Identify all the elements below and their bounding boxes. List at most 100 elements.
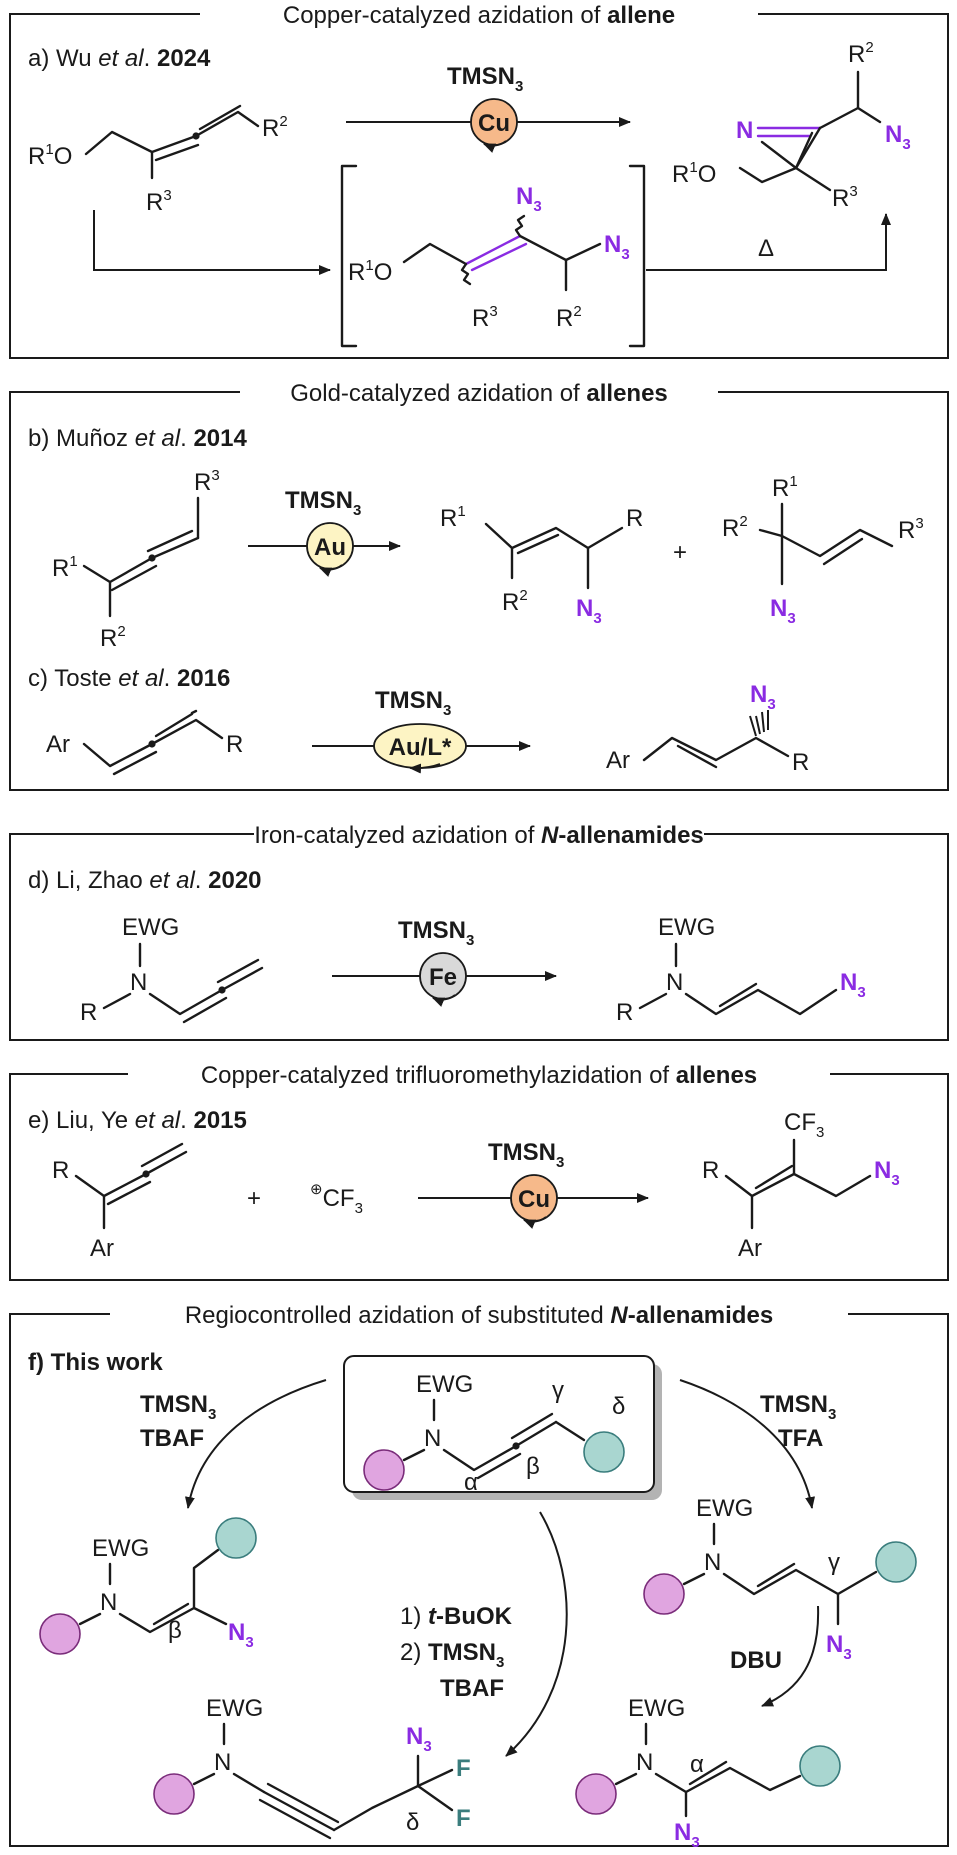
svg-text:γ: γ bbox=[828, 1549, 840, 1576]
svg-text:EWG: EWG bbox=[92, 1535, 149, 1562]
svg-text:EWG: EWG bbox=[416, 1371, 473, 1398]
allyl-azide-product-b2: R1 R2 R3 N3 bbox=[722, 473, 924, 627]
svg-text:N: N bbox=[424, 1425, 441, 1452]
vinyl-azide-product-alpha: EWG N α N3 bbox=[575, 1695, 841, 1851]
arrow-a-heat bbox=[646, 213, 891, 271]
svg-text:R1: R1 bbox=[772, 473, 798, 502]
svg-text:R: R bbox=[616, 999, 633, 1026]
svg-text:R: R bbox=[52, 1157, 69, 1184]
bracket-left bbox=[340, 164, 358, 348]
au-l-catalyst-label: Au/L* bbox=[389, 734, 452, 761]
arrow-f-middle bbox=[505, 1511, 568, 1757]
svg-text:R2: R2 bbox=[262, 113, 288, 142]
heat-symbol: Δ bbox=[758, 235, 774, 262]
pink-substituent bbox=[39, 1613, 81, 1655]
panel-e-ref: e) Liu, Ye et al. 2015 bbox=[28, 1107, 247, 1134]
arrow-f-left bbox=[184, 1379, 327, 1509]
svg-text:R3: R3 bbox=[832, 183, 858, 212]
panel-e-title: Copper-catalyzed trifluoromethylazidatio… bbox=[201, 1062, 757, 1089]
svg-text:N3: N3 bbox=[516, 183, 542, 215]
svg-text:N: N bbox=[704, 1549, 721, 1576]
allyl-azide-product-b1: R1 R R2 N3 bbox=[440, 503, 643, 627]
teal-substituent bbox=[215, 1517, 257, 1559]
allene-substrate-c: Ar R bbox=[46, 709, 243, 776]
reagent-f-right-2: TFA bbox=[778, 1425, 823, 1452]
svg-text:R3: R3 bbox=[146, 187, 172, 216]
svg-text:R: R bbox=[80, 999, 97, 1026]
panel-a: Copper-catalyzed azidation of allene a) … bbox=[9, 2, 949, 359]
svg-text:N3: N3 bbox=[406, 1723, 432, 1755]
svg-text:R: R bbox=[626, 505, 643, 532]
svg-text:Ar: Ar bbox=[46, 731, 70, 758]
svg-text:EWG: EWG bbox=[122, 914, 179, 941]
panel-bc: Gold-catalyzed azidation of allenes b) M… bbox=[9, 380, 949, 791]
plus-e: + bbox=[247, 1185, 261, 1212]
pink-substituent bbox=[363, 1449, 405, 1491]
svg-text:R3: R3 bbox=[898, 515, 924, 544]
svg-text:Ar: Ar bbox=[738, 1235, 762, 1262]
pink-substituent bbox=[575, 1773, 617, 1815]
reagent-c: TMSN3 bbox=[375, 687, 451, 719]
panel-a-title: Copper-catalyzed azidation of allene bbox=[283, 2, 675, 29]
vinyl-azide-product-beta: EWG N N3 β bbox=[39, 1517, 257, 1655]
plus-b: + bbox=[673, 539, 687, 566]
panel-f: Regiocontrolled azidation of substituted… bbox=[9, 1302, 949, 1851]
svg-text:N3: N3 bbox=[770, 595, 796, 627]
pink-substituent bbox=[153, 1773, 195, 1815]
svg-text:β: β bbox=[168, 1617, 182, 1644]
svg-text:R2: R2 bbox=[848, 39, 874, 68]
panel-a-frame bbox=[9, 13, 949, 359]
panel-d-frame bbox=[9, 833, 949, 1041]
svg-text:N3: N3 bbox=[750, 681, 776, 713]
svg-text:β: β bbox=[526, 1453, 540, 1480]
svg-text:R2: R2 bbox=[556, 303, 582, 332]
cf3-azide-product-e: R CF3 Ar N3 bbox=[702, 1109, 900, 1262]
chiral-allyl-azide-product-c: Ar R N3 bbox=[606, 681, 809, 776]
reagent-f-left-2: TBAF bbox=[140, 1425, 204, 1452]
svg-text:N: N bbox=[636, 1749, 653, 1776]
panel-f-frame bbox=[9, 1313, 949, 1847]
vinyl-azide-intermediate: R1O N3 N3 R3 R2 bbox=[348, 183, 630, 332]
allenamide-substrate-d: EWG N R bbox=[80, 914, 264, 1026]
panel-f-label: f) This work bbox=[28, 1349, 163, 1376]
svg-text:δ: δ bbox=[406, 1809, 419, 1836]
azirine-product: N R2 N3 R1O R3 bbox=[672, 39, 911, 212]
svg-text:Ar: Ar bbox=[606, 747, 630, 774]
panel-bc-frame bbox=[9, 391, 949, 791]
panel-d-title: Iron-catalyzed azidation of N-allenamide… bbox=[254, 822, 704, 849]
arrow-f-right bbox=[679, 1379, 816, 1509]
cu-catalyst-label: Cu bbox=[478, 110, 510, 137]
svg-text:EWG: EWG bbox=[206, 1695, 263, 1722]
allene-substrate-a: R1O R3 R2 bbox=[28, 104, 288, 216]
allyl-azide-product-gamma: EWG N γ N3 bbox=[643, 1495, 917, 1663]
svg-text:γ: γ bbox=[552, 1377, 564, 1404]
allene-substrate-e: R Ar bbox=[52, 1142, 188, 1262]
cf3-cation: ⊕CF3 bbox=[310, 1181, 363, 1217]
reagent-f-mid-2: 2) TMSN3 bbox=[400, 1639, 504, 1671]
svg-text:N3: N3 bbox=[874, 1157, 900, 1189]
reagent-f-mid-1: 1) t-BuOK bbox=[400, 1603, 513, 1630]
substituted-allenamide-substrate: EWG N α β γ δ bbox=[363, 1371, 625, 1496]
au-catalyst-label-b: Au bbox=[314, 534, 346, 561]
svg-text:EWG: EWG bbox=[658, 914, 715, 941]
allyl-azide-product-d: EWG N R N3 bbox=[616, 914, 866, 1026]
svg-text:R1O: R1O bbox=[672, 159, 716, 188]
bracket-right bbox=[628, 164, 646, 348]
svg-text:R3: R3 bbox=[194, 467, 220, 496]
svg-text:R2: R2 bbox=[100, 623, 126, 652]
panel-bc-title: Gold-catalyzed azidation of allenes bbox=[290, 380, 668, 407]
svg-text:Ar: Ar bbox=[90, 1235, 114, 1262]
svg-text:EWG: EWG bbox=[696, 1495, 753, 1522]
svg-text:α: α bbox=[464, 1469, 478, 1496]
svg-text:δ: δ bbox=[612, 1393, 625, 1420]
svg-text:N: N bbox=[736, 117, 753, 144]
panel-b-ref: b) Muñoz et al. 2014 bbox=[28, 425, 247, 452]
svg-text:N: N bbox=[130, 969, 147, 996]
svg-text:F: F bbox=[456, 1755, 471, 1782]
teal-substituent bbox=[583, 1431, 625, 1473]
svg-text:R1: R1 bbox=[52, 553, 78, 582]
difluoro-azide-product-delta: EWG N N3 F F δ bbox=[153, 1695, 471, 1840]
cu-catalyst-label-e: Cu bbox=[518, 1186, 550, 1213]
reagent-dbu: DBU bbox=[730, 1647, 782, 1674]
